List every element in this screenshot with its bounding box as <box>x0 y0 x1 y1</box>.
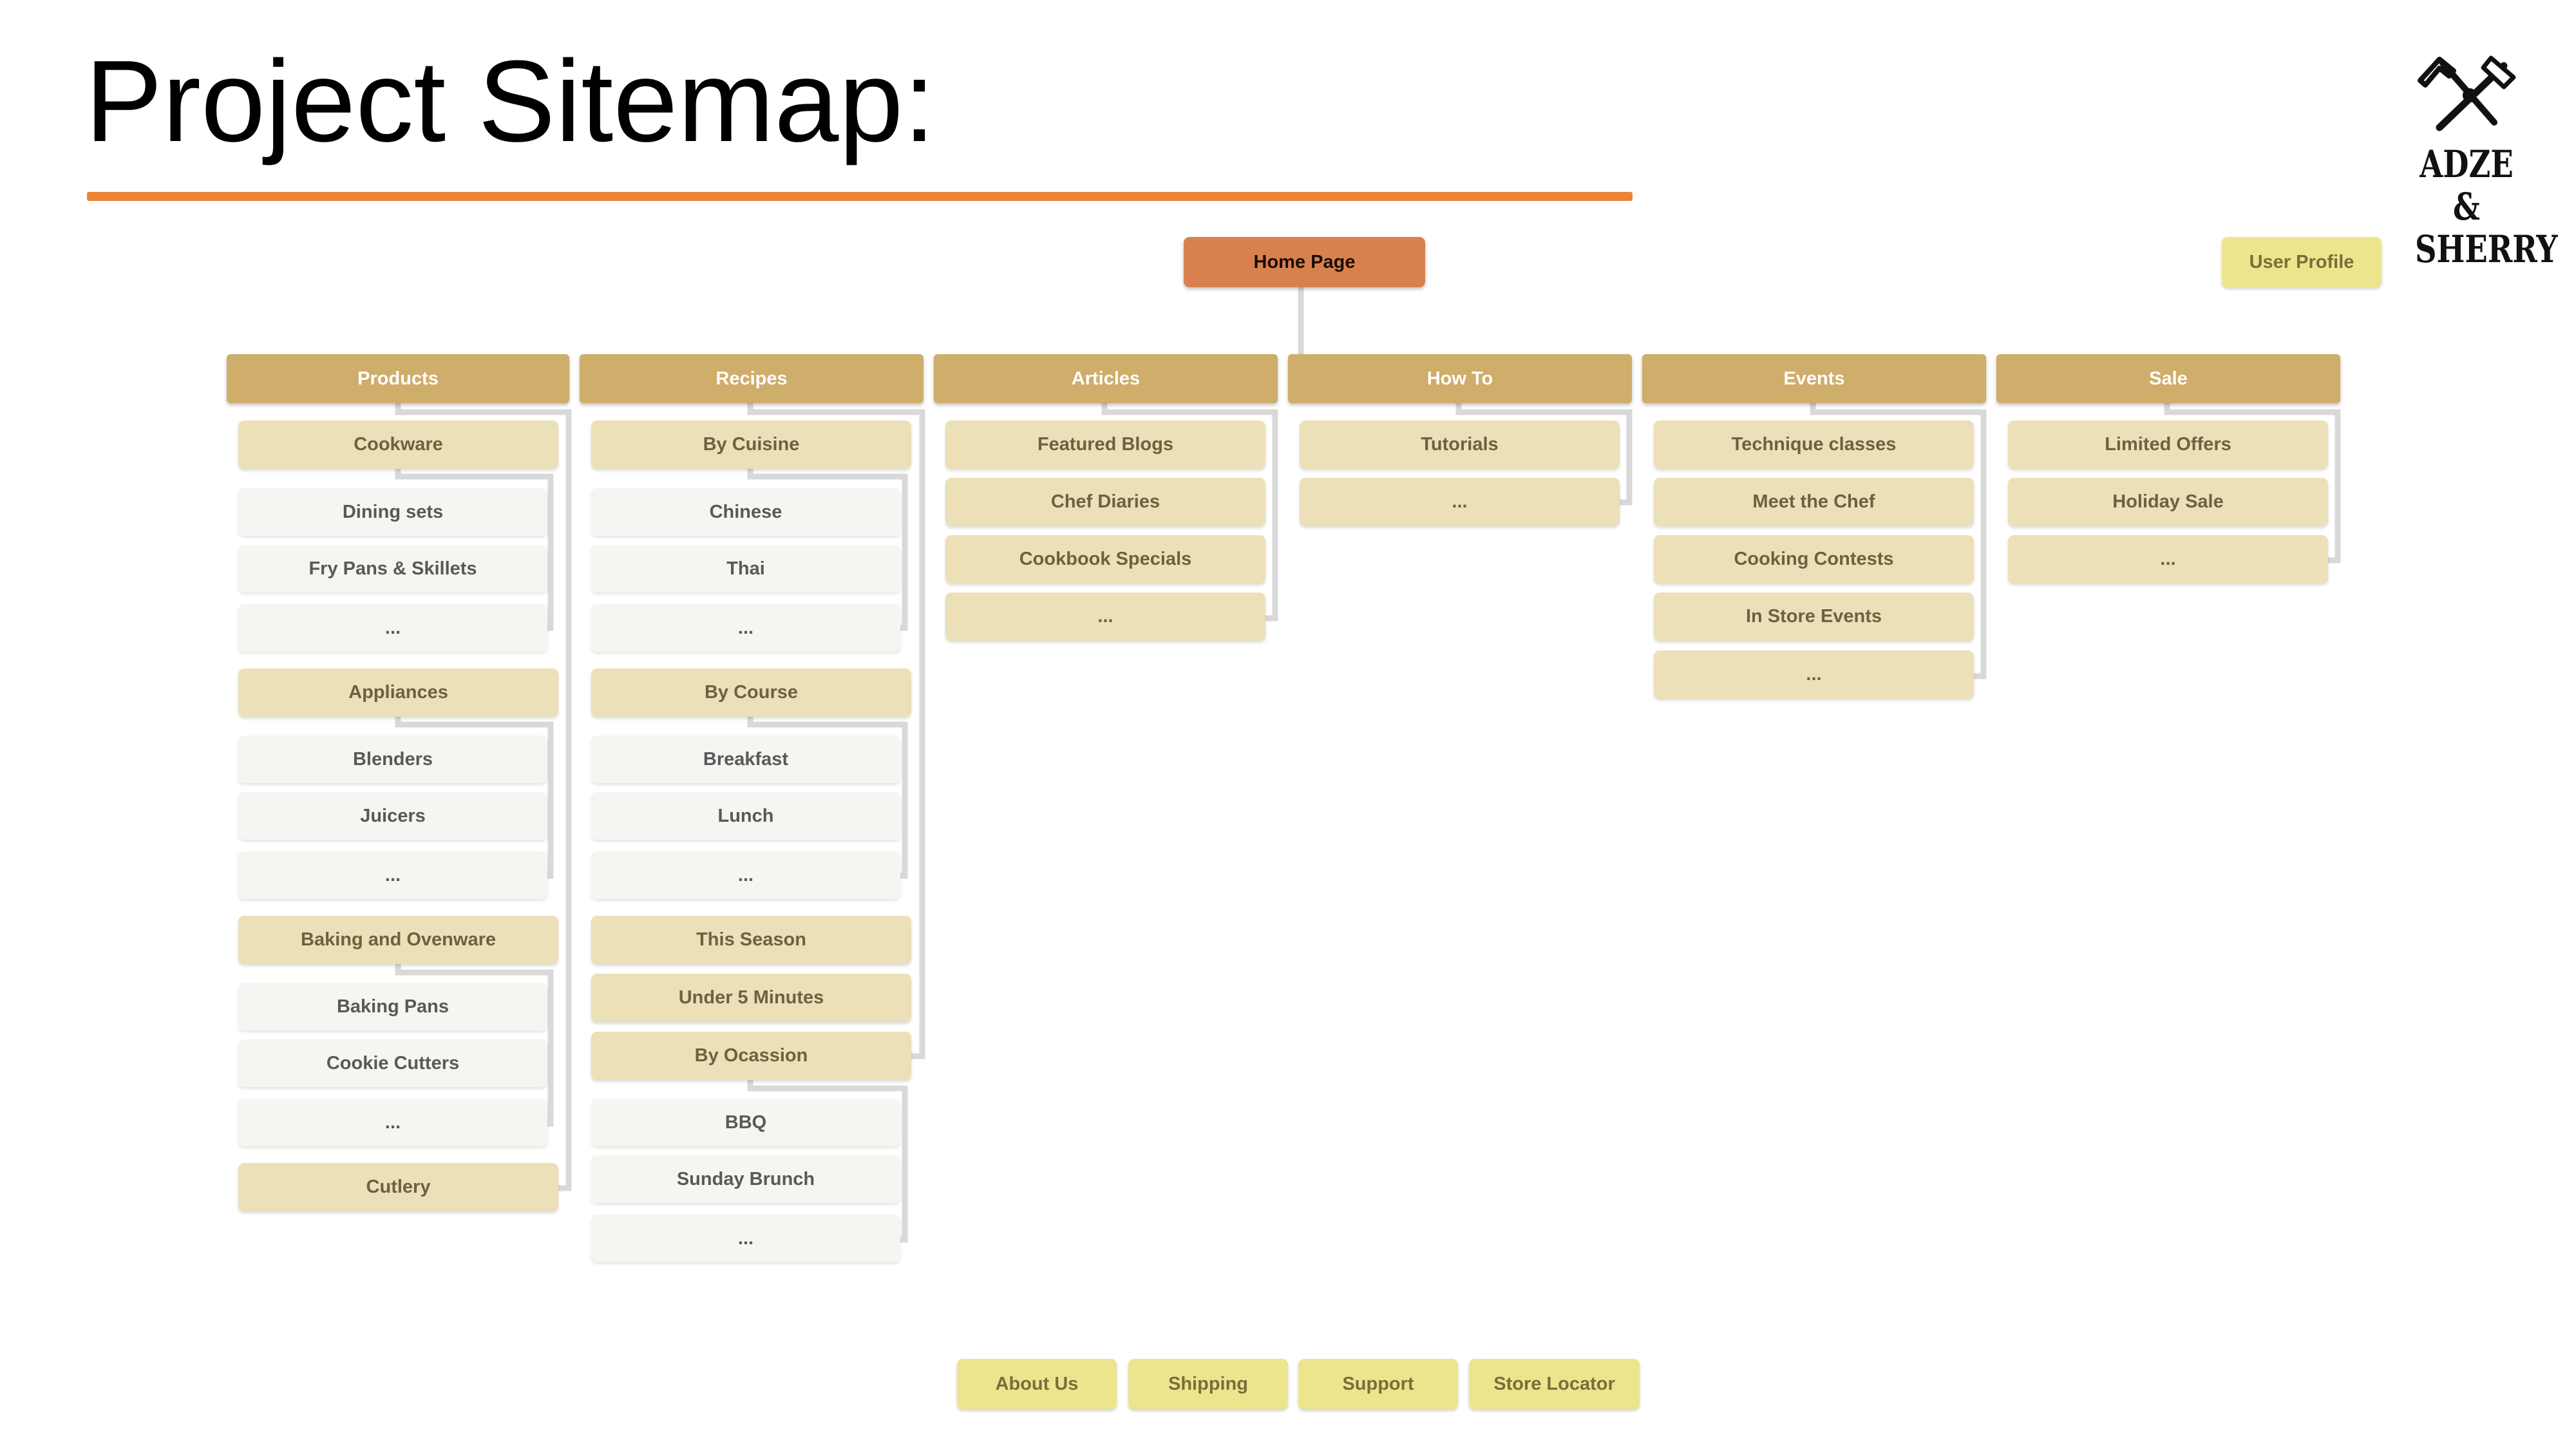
page-more-cuisine[interactable]: ... <box>591 604 900 652</box>
page-more-cookware[interactable]: ... <box>238 604 547 652</box>
subcategory-cookware[interactable]: Cookware <box>238 421 558 469</box>
subcategory-under-5-minutes[interactable]: Under 5 Minutes <box>591 974 911 1022</box>
subcategory-baking-ovenware[interactable]: Baking and Ovenware <box>238 916 558 964</box>
subcategory-this-season[interactable]: This Season <box>591 916 911 964</box>
page-thai[interactable]: Thai <box>591 545 900 592</box>
page-fry-pans-skillets[interactable]: Fry Pans & Skillets <box>238 545 547 592</box>
subcategory-cookbook-specials[interactable]: Cookbook Specials <box>945 535 1265 583</box>
page-dining-sets[interactable]: Dining sets <box>238 488 547 536</box>
subcategory-more-articles[interactable]: ... <box>945 592 1265 641</box>
page-bbq[interactable]: BBQ <box>591 1099 900 1146</box>
subcategory-more-events[interactable]: ... <box>1654 650 1974 699</box>
subcategory-more-sale[interactable]: ... <box>2008 535 2328 583</box>
footer-store-locator[interactable]: Store Locator <box>1469 1359 1640 1409</box>
page-baking-pans[interactable]: Baking Pans <box>238 983 547 1030</box>
page-sunday-brunch[interactable]: Sunday Brunch <box>591 1155 900 1203</box>
page-more-course[interactable]: ... <box>591 851 900 899</box>
page-more-appliances[interactable]: ... <box>238 851 547 899</box>
page-cookie-cutters[interactable]: Cookie Cutters <box>238 1039 547 1087</box>
subcategory-technique-classes[interactable]: Technique classes <box>1654 421 1974 469</box>
subcategory-chef-diaries[interactable]: Chef Diaries <box>945 478 1265 526</box>
category-how-to[interactable]: How To <box>1288 354 1632 403</box>
subcategory-by-cuisine[interactable]: By Cuisine <box>591 421 911 469</box>
subcategory-limited-offers[interactable]: Limited Offers <box>2008 421 2328 469</box>
crossed-tools-icon <box>2418 55 2516 131</box>
category-recipes[interactable]: Recipes <box>580 354 923 403</box>
category-articles[interactable]: Articles <box>934 354 1278 403</box>
footer-shipping[interactable]: Shipping <box>1128 1359 1288 1409</box>
page-more-occasion[interactable]: ... <box>591 1215 900 1262</box>
subcategory-cutlery[interactable]: Cutlery <box>238 1163 558 1211</box>
subcategory-in-store-events[interactable]: In Store Events <box>1654 592 1974 641</box>
user-profile-node[interactable]: User Profile <box>2222 237 2382 287</box>
subcategory-tutorials[interactable]: Tutorials <box>1300 421 1620 469</box>
category-sale[interactable]: Sale <box>1996 354 2340 403</box>
subcategory-by-occasion[interactable]: By Ocassion <box>591 1032 911 1080</box>
footer-about-us[interactable]: About Us <box>957 1359 1117 1409</box>
category-products[interactable]: Products <box>227 354 569 403</box>
subcategory-cooking-contests[interactable]: Cooking Contests <box>1654 535 1974 583</box>
page-breakfast[interactable]: Breakfast <box>591 735 900 783</box>
slide-title: Project Sitemap: <box>85 37 936 166</box>
subcategory-meet-the-chef[interactable]: Meet the Chef <box>1654 478 1974 526</box>
brand-line-1: ADZE & <box>2420 142 2514 229</box>
subcategory-featured-blogs[interactable]: Featured Blogs <box>945 421 1265 469</box>
title-underline <box>87 192 1633 201</box>
page-chinese[interactable]: Chinese <box>591 488 900 536</box>
footer-support[interactable]: Support <box>1298 1359 1458 1409</box>
subcategory-by-course[interactable]: By Course <box>591 668 911 717</box>
subcategory-holiday-sale[interactable]: Holiday Sale <box>2008 478 2328 526</box>
home-page-node[interactable]: Home Page <box>1184 237 1425 287</box>
page-blenders[interactable]: Blenders <box>238 735 547 783</box>
subcategory-appliances[interactable]: Appliances <box>238 668 558 717</box>
subcategory-more-how-to[interactable]: ... <box>1300 478 1620 526</box>
category-events[interactable]: Events <box>1642 354 1986 403</box>
page-lunch[interactable]: Lunch <box>591 792 900 840</box>
page-juicers[interactable]: Juicers <box>238 792 547 840</box>
page-more-baking[interactable]: ... <box>238 1099 547 1146</box>
